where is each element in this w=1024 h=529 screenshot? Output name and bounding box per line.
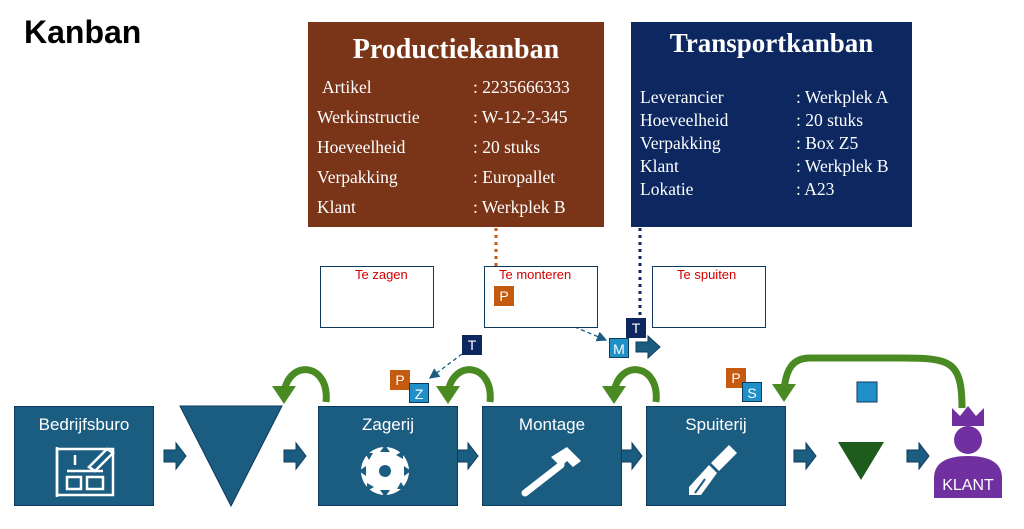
transport-kanban-card: Transportkanban Leverancier : Werkplek A… — [631, 22, 912, 227]
flow-arrow-icon — [793, 441, 817, 471]
production-kanban-value: : Werkplek B — [473, 197, 566, 217]
production-kanban-label: Artikel — [322, 77, 372, 97]
production-kanban-label: Klant — [317, 197, 356, 217]
inventory-triangle-icon — [179, 405, 283, 508]
transport-kanban-label: Lokatie — [640, 179, 694, 199]
transport-kanban-value: : Box Z5 — [796, 133, 859, 153]
flow-arrow-icon — [635, 334, 661, 360]
process-spuiterij: Spuiterij — [646, 406, 786, 506]
transport-kanban-title: Transportkanban — [669, 28, 874, 58]
production-kanban-card: Productiekanban Artikel : 2235666333 Wer… — [308, 22, 604, 227]
flow-arrow-icon — [619, 441, 643, 471]
production-kanban-badge: P — [726, 368, 746, 388]
transport-kanban-value: : Werkplek A — [796, 87, 889, 107]
process-label: Bedrijfsburo — [38, 415, 130, 434]
page-title: Kanban — [24, 14, 142, 50]
saw-blade-icon — [359, 445, 411, 497]
process-zagerij: Zagerij — [318, 406, 458, 506]
container-icon — [856, 381, 878, 403]
production-kanban-title: Productiekanban — [352, 34, 560, 65]
montage-container-badge: M — [609, 338, 629, 358]
kanban-board-zagen: Te zagen — [320, 266, 434, 328]
transport-kanban-label: Leverancier — [640, 87, 724, 107]
hammer-icon — [521, 447, 581, 497]
feedback-arrow-long — [780, 354, 966, 409]
flow-arrow-icon — [163, 441, 187, 471]
feedback-arrow — [610, 366, 660, 403]
production-kanban-value: : Europallet — [473, 167, 556, 187]
flow-arrow-icon — [283, 441, 307, 471]
production-kanban-badge: P — [494, 286, 514, 306]
paint-brush-icon — [689, 445, 737, 495]
blueprint-icon — [55, 447, 115, 497]
feedback-arrow — [280, 366, 330, 403]
process-bedrijfsburo: Bedrijfsburo — [14, 406, 154, 506]
transport-kanban-label: Verpakking — [640, 133, 721, 153]
production-kanban-label: Werkinstructie — [317, 107, 420, 127]
transport-kanban-badge: T — [462, 335, 482, 355]
kanban-board-label: Te spuiten — [677, 267, 737, 282]
zagerij-container-badge: Z — [409, 383, 429, 403]
transport-kanban-badge: T — [626, 318, 646, 338]
process-montage: Montage — [482, 406, 622, 506]
production-kanban-value: : W-12-2-345 — [473, 107, 568, 127]
production-kanban-label: Hoeveelheid — [317, 137, 406, 157]
production-kanban-label: Verpakking — [317, 167, 398, 187]
process-label: Spuiterij — [685, 415, 747, 434]
transport-kanban-label: Hoeveelheid — [640, 110, 729, 130]
transport-kanban-value: : A23 — [796, 179, 835, 199]
production-kanban-value: : 2235666333 — [473, 77, 570, 97]
feedback-arrow-head — [272, 386, 296, 404]
kanban-board-spuiten: Te spuiten — [652, 266, 766, 328]
kanban-board-label: Te zagen — [355, 267, 408, 282]
customer-icon — [934, 406, 1002, 498]
spuiterij-container-badge: S — [742, 382, 762, 402]
transport-kanban-value: : Werkplek B — [796, 156, 889, 176]
transport-kanban-value: : 20 stuks — [796, 110, 864, 130]
feedback-arrow — [444, 366, 494, 403]
feedback-arrow-head — [772, 384, 796, 402]
feedback-arrow-head — [602, 386, 626, 404]
process-label: Zagerij — [362, 415, 414, 434]
production-kanban-badge: P — [390, 370, 410, 390]
kanban-board-label: Te monteren — [499, 267, 572, 282]
customer-label: KLANT — [942, 477, 994, 494]
inventory-triangle-icon — [838, 442, 884, 480]
transport-kanban-label: Klant — [640, 156, 679, 176]
feedback-arrow-head — [436, 386, 460, 404]
process-label: Montage — [518, 415, 586, 434]
flow-arrow-icon — [906, 441, 930, 471]
production-kanban-value: : 20 stuks — [473, 137, 541, 157]
flow-arrow-icon — [455, 441, 479, 471]
